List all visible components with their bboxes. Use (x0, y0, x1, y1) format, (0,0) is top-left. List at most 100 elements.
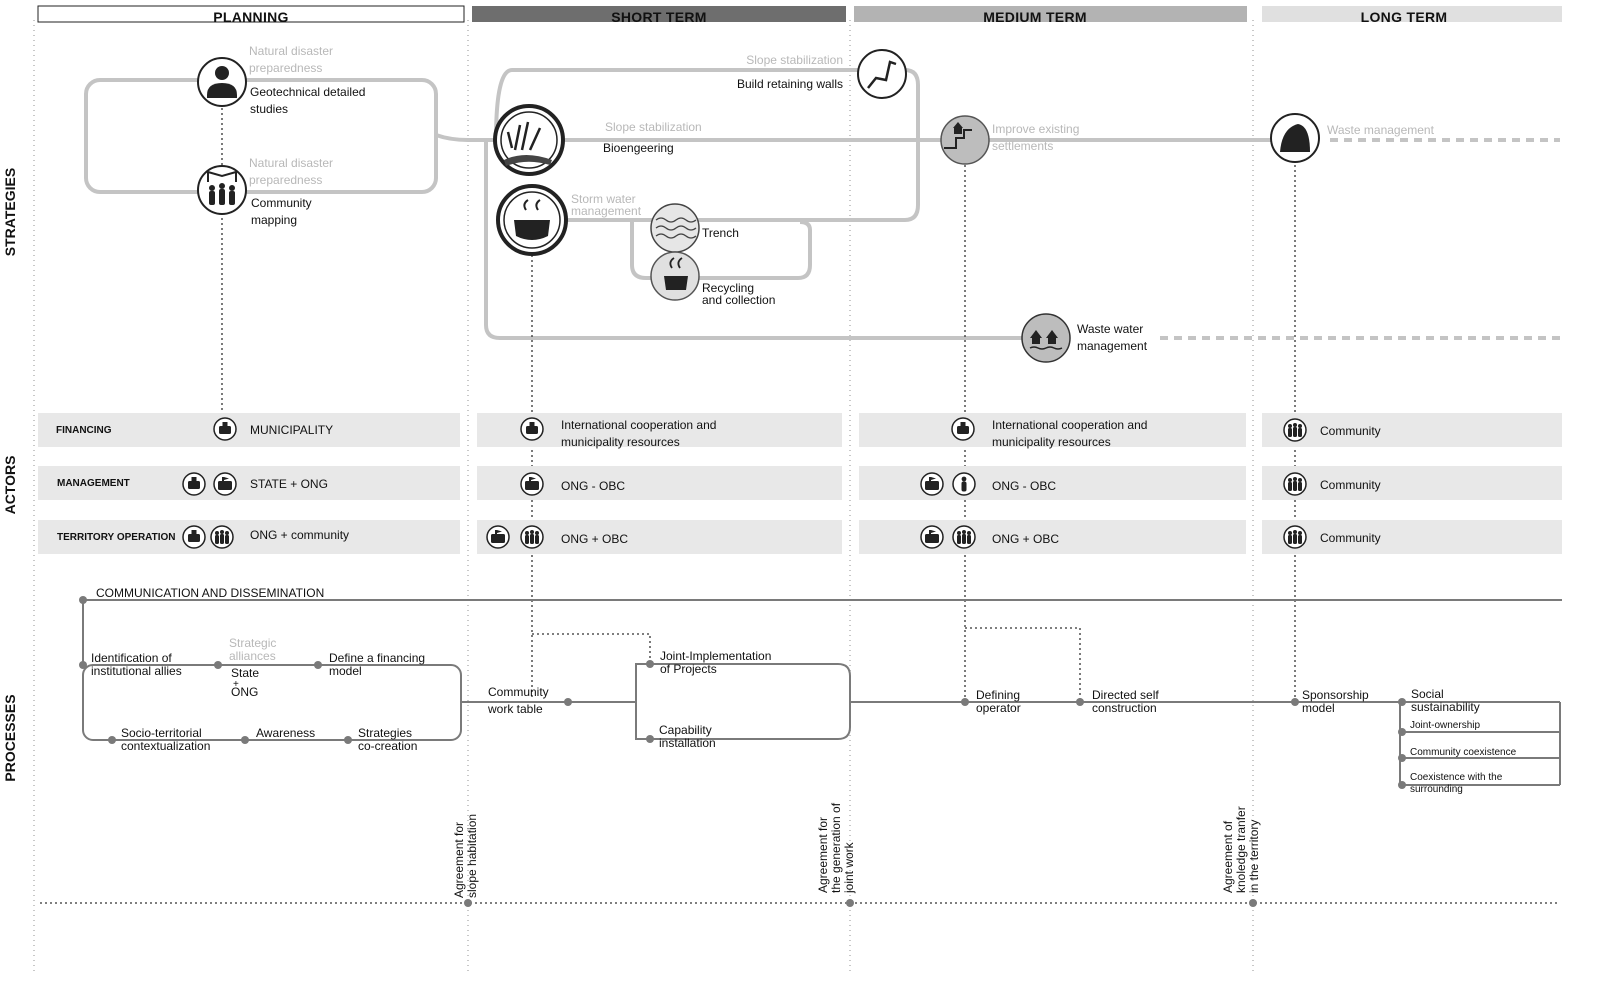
communication-label: COMMUNICATION AND DISSEMINATION (96, 586, 324, 600)
cocreation-label: Strategies (358, 726, 412, 740)
community-mapping-category: Natural disaster (249, 156, 333, 170)
ong-icon (920, 472, 944, 496)
actors-section-label: ACTORS (2, 456, 18, 515)
geotechnical-category: Natural disaster (249, 44, 333, 58)
short-term-header-label: SHORT TERM (611, 9, 707, 25)
sponsorship-label-2: model (1302, 701, 1335, 715)
milestone-nodes (464, 899, 1257, 907)
identification-label: Identification of (91, 651, 172, 665)
retaining-walls-icon (857, 49, 907, 99)
milestone-3-line-2: knoledge tranfer (1234, 806, 1248, 893)
medium-financing-text-2: municipality resources (992, 435, 1111, 449)
community-mapping-label: Community (251, 196, 312, 210)
short-territory-text: ONG + OBC (561, 532, 628, 546)
joint-implementation-label-2: of Projects (660, 662, 717, 676)
milestone-1-line-2: slope habitation (465, 814, 479, 898)
long-term-header (1262, 6, 1562, 22)
socio-territorial-label-2: contextualization (121, 739, 210, 753)
short-financing-text: International cooperation and (561, 418, 716, 432)
ong-icon (486, 525, 510, 549)
defining-operator-label: Defining (976, 688, 1020, 702)
trench-label: Trench (702, 226, 739, 240)
bioengineering-label: Bioengeering (603, 141, 674, 155)
awareness-label: Awareness (256, 726, 315, 740)
strategy-routes-continuation (1160, 138, 1560, 340)
state-label: State (231, 666, 259, 680)
strategies-section-label: STRATEGIES (2, 168, 18, 256)
improve-settlements-label: Improve existing (992, 122, 1079, 136)
milestone-2-line-2: the generation of (829, 802, 843, 893)
milestone-2: Agreement for the generation of joint wo… (816, 802, 856, 894)
waste-water-label: Waste water (1077, 322, 1143, 336)
ong-label: ONG (231, 685, 258, 699)
waste-water-icon (1021, 313, 1071, 363)
medium-term-header (854, 6, 1247, 22)
community-icon (1283, 472, 1307, 496)
improve-settlements-label-2: settlements (992, 139, 1053, 153)
community-mapping-icon (197, 165, 247, 215)
capability-label: Capability (659, 723, 712, 737)
strategic-alliances-label-2: alliances (229, 649, 276, 663)
self-construction-label-2: construction (1092, 701, 1157, 715)
territory-operation-label: TERRITORY OPERATION (57, 532, 176, 543)
cooperation-icon (520, 417, 544, 441)
waste-management-icon (1270, 113, 1320, 163)
retaining-walls-label: Build retaining walls (737, 77, 843, 91)
identification-label-2: institutional allies (91, 664, 182, 678)
milestone-1-line-1: Agreement for (452, 822, 466, 898)
short-term-header (472, 6, 846, 22)
state-icon (182, 472, 206, 496)
cooperation-icon (951, 417, 975, 441)
geotechnical-label-2: studies (250, 102, 288, 116)
ong-icon (520, 472, 544, 496)
community-icon (1283, 418, 1307, 442)
plus-label: + (233, 679, 239, 690)
actor-bands (38, 413, 1562, 554)
planning-management-text: STATE + ONG (250, 477, 328, 491)
management-label: MANAGEMENT (57, 478, 130, 489)
financing-model-label: Define a financing (329, 651, 425, 665)
long-financing-text: Community (1320, 424, 1381, 438)
medium-term-header-label: MEDIUM TERM (983, 9, 1087, 25)
community-mapping-label-2: mapping (251, 213, 297, 227)
coexistence-surrounding-label: Coexistence with the (1410, 772, 1503, 783)
long-territory-text: Community (1320, 531, 1381, 545)
waste-management-label: Waste management (1327, 123, 1435, 137)
bioengineering-category: Slope stabilization (605, 120, 702, 134)
social-sustainability-label: Social (1411, 687, 1444, 701)
community-mapping-category-2: preparedness (249, 173, 322, 187)
financing-model-label-2: model (329, 664, 362, 678)
column-dividers (33, 20, 1254, 975)
process-nodes (79, 596, 1406, 789)
obc-icon (520, 525, 544, 549)
processes-section-label: PROCESSES (2, 694, 18, 781)
capability-label-2: installation (659, 736, 716, 750)
milestone-3: Agreement of knoledge tranfer in the ter… (1221, 806, 1261, 893)
long-term-header-label: LONG TERM (1361, 9, 1448, 25)
defining-operator-label-2: operator (976, 701, 1021, 715)
long-management-text: Community (1320, 478, 1381, 492)
milestone-3-line-1: Agreement of (1221, 820, 1235, 893)
work-table-label: Community (488, 685, 549, 699)
municipality-icon (213, 417, 237, 441)
social-sustainability-label-2: sustainability (1411, 700, 1480, 714)
work-table-label-2: work table (487, 702, 543, 716)
ong-icon (920, 525, 944, 549)
bioengineering-icon (493, 104, 565, 176)
waste-water-label-2: management (1077, 339, 1148, 353)
milestone-3-line-3: in the territory (1247, 820, 1261, 893)
obc-icon (952, 472, 976, 496)
milestone-2-line-1: Agreement for (816, 817, 830, 893)
short-management-text: ONG - OBC (561, 479, 625, 493)
strategy-routes (84, 68, 1294, 340)
strategy-actor-links (221, 108, 1296, 700)
ong-icon (182, 525, 206, 549)
storm-water-category: Storm water (571, 192, 636, 206)
phase-headers: PLANNING SHORT TERM MEDIUM TERM LONG TER… (37, 5, 1562, 25)
obc-icon (952, 525, 976, 549)
geotechnical-category-2: preparedness (249, 61, 322, 75)
planning-financing-text: MUNICIPALITY (250, 423, 333, 437)
joint-ownership-label: Joint-ownership (1410, 720, 1480, 731)
retaining-walls-category: Slope stabilization (746, 53, 843, 67)
